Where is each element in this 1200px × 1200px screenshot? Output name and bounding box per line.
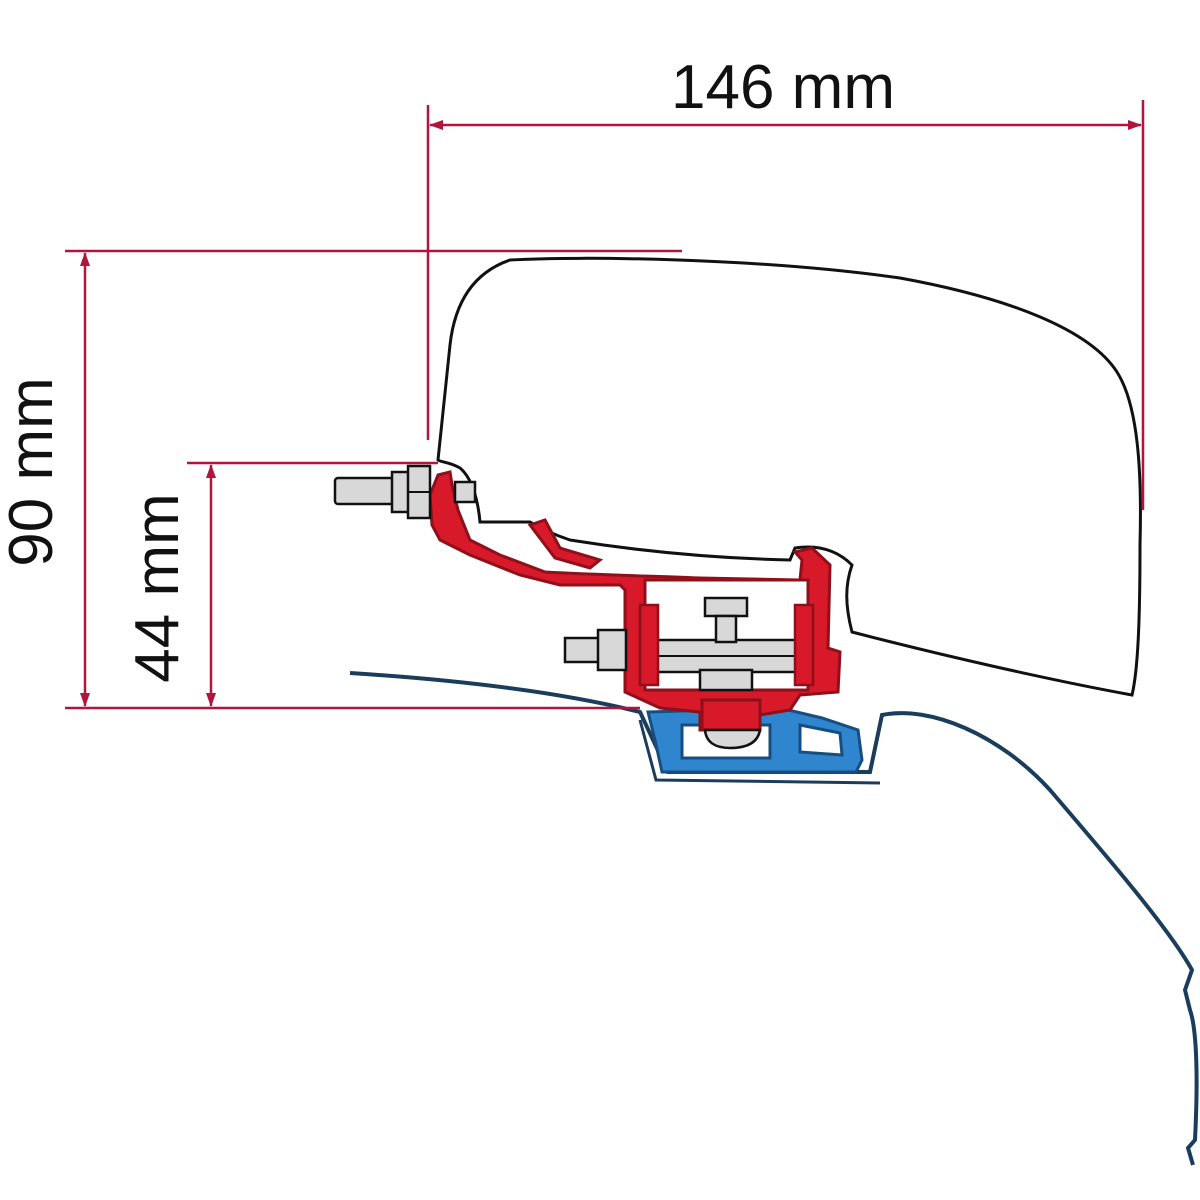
height-label: 90 mm [0,377,66,566]
awning-cassette-outline [436,256,1142,697]
roof-rail-lip [798,723,844,757]
adapter-bracket-hook [527,518,604,570]
width-label: 146 mm [671,53,895,122]
clamp-block-right [793,603,815,687]
upper-bolt-shaft [333,476,397,506]
vertical-bolt-nut [698,668,754,692]
lower-bolt-shaft [563,636,605,664]
clamp-block-left [638,603,660,687]
vertical-bolt-head [703,596,749,618]
mount-height-label: 44 mm [123,493,192,682]
upper-bolt-tip [453,480,477,504]
rail-slide-nut [700,698,762,732]
rail-slide-nut-base [703,728,762,750]
vehicle-roof-line [349,671,1199,1166]
vertical-bolt-shaft [714,614,738,644]
vehicle-roof-inner-line [638,719,881,785]
lower-bolt-nut [596,628,628,672]
